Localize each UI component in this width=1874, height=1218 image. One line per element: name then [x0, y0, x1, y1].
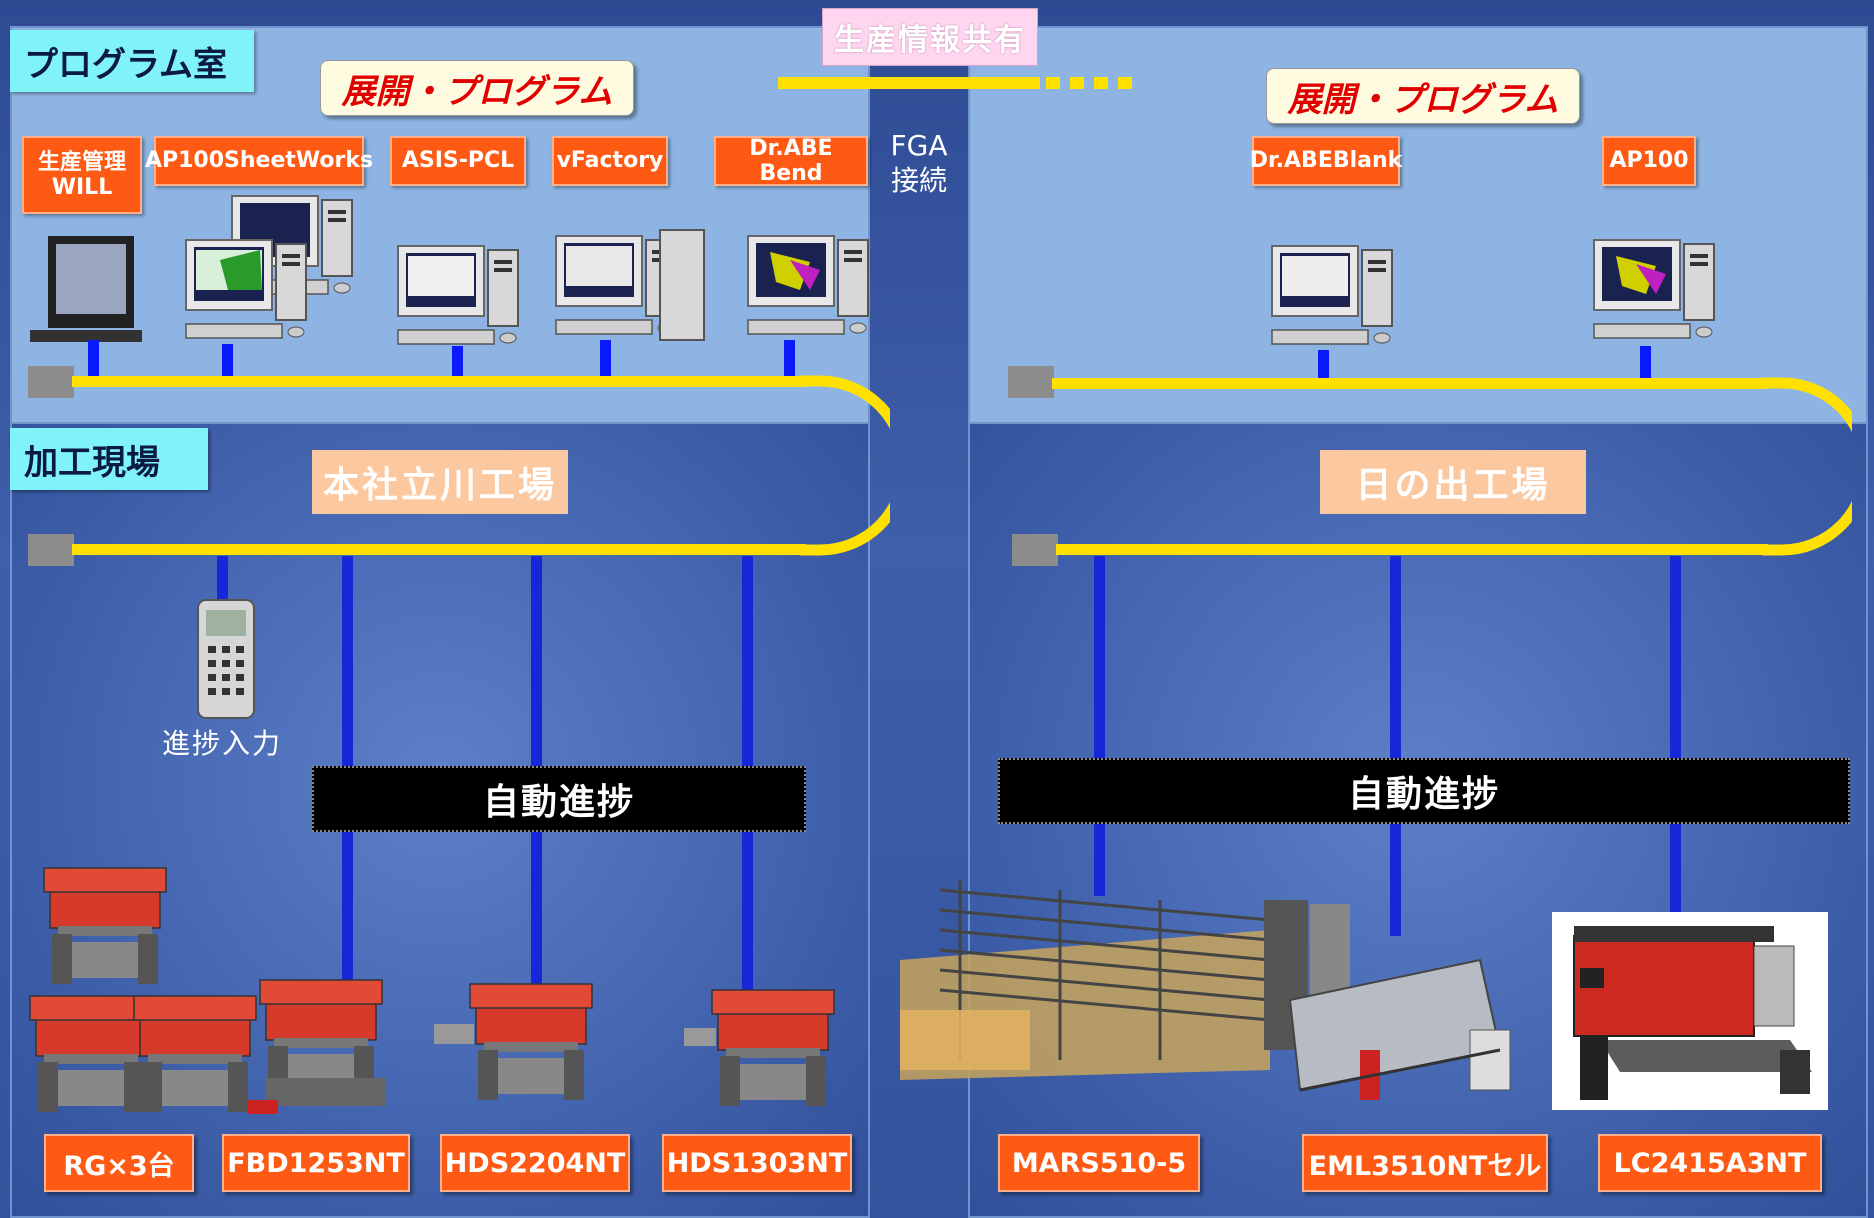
right-auto-progress: 自動進捗 — [998, 758, 1850, 824]
right-top-hub — [1008, 366, 1054, 398]
left-factory-label: 本社立川工場 — [312, 450, 568, 514]
fga-connection-label: FGA 接続 — [876, 128, 962, 198]
right-bus-loop — [1762, 377, 1852, 556]
drop-line-abe-bend — [784, 340, 795, 376]
right-program-label: 展開・プログラム — [1266, 68, 1580, 124]
pc-vfactory-tower-icon — [659, 229, 705, 341]
left-bus-loop — [800, 375, 890, 556]
processing-site-label: 加工現場 — [10, 428, 208, 490]
hds1303-machine — [684, 989, 835, 1107]
software-will: 生産管理 WILL — [22, 136, 142, 214]
drop-line-asis — [452, 346, 463, 376]
rg-machine-1 — [43, 867, 167, 985]
right-bottom-bus — [1056, 544, 1768, 555]
hds2204-machine — [434, 983, 593, 1101]
pc-will-icon — [30, 236, 142, 342]
fga-line2: 接続 — [890, 164, 947, 197]
lc-machine — [1573, 926, 1812, 1100]
computers-illustration — [30, 195, 1715, 345]
right-top-bus — [1052, 378, 1768, 389]
left-bottom-hub — [28, 534, 74, 566]
drop-line-will — [88, 340, 99, 376]
handheld-terminal-icon — [197, 599, 255, 719]
site-drop-lc — [1670, 556, 1681, 912]
mars-rack-machine — [900, 880, 1271, 1080]
left-top-bus — [72, 376, 806, 387]
software-vfactory: vFactory — [552, 136, 668, 186]
info-share-bar — [778, 77, 1040, 89]
left-bottom-bus — [72, 544, 806, 555]
machine-hds1303nt: HDS1303NT — [662, 1134, 852, 1192]
site-drop-progress — [217, 556, 228, 602]
drop-line-ap100 — [1640, 346, 1651, 380]
software-dr-abe-bend: Dr.ABE Bend — [714, 136, 868, 186]
left-auto-progress: 自動進捗 — [312, 766, 806, 832]
info-share-dots — [1046, 77, 1136, 89]
program-room-label: プログラム室 — [10, 30, 254, 92]
drop-line-abeblank — [1318, 350, 1329, 380]
software-ap100: AP100 — [1602, 136, 1696, 186]
progress-input-label: 進捗入力 — [162, 727, 283, 760]
rg-machine-3 — [133, 995, 257, 1113]
fbd-machine — [248, 979, 386, 1114]
software-dr-abeblank: Dr.ABEBlank — [1250, 136, 1402, 186]
machine-fbd1253nt: FBD1253NT — [222, 1134, 410, 1192]
site-drop-eml — [1390, 556, 1401, 936]
machine-mars510-5: MARS510-5 — [998, 1134, 1200, 1192]
right-bottom-hub — [1012, 534, 1058, 566]
software-asis-pcl: ASIS-PCL — [390, 136, 526, 186]
eml-cell-machine — [1264, 900, 1511, 1100]
machine-rg: RG×3台 — [44, 1134, 194, 1192]
software-ap100sheetworks: AP100SheetWorks — [145, 136, 373, 186]
drop-line-sheetworks — [222, 344, 233, 376]
left-program-label: 展開・プログラム — [320, 60, 634, 116]
machine-eml3510nt-cell: EML3510NTセル — [1302, 1134, 1548, 1192]
site-drop-mars — [1094, 556, 1105, 896]
right-factory-label: 日の出工場 — [1320, 450, 1586, 514]
fga-line1: FGA — [890, 129, 948, 162]
info-share-label: 生産情報共有 — [822, 8, 1038, 66]
drop-line-vfactory — [600, 340, 611, 376]
machine-hds2204nt: HDS2204NT — [440, 1134, 630, 1192]
left-top-hub — [28, 366, 74, 398]
machine-lc2415a3nt: LC2415A3NT — [1598, 1134, 1822, 1192]
